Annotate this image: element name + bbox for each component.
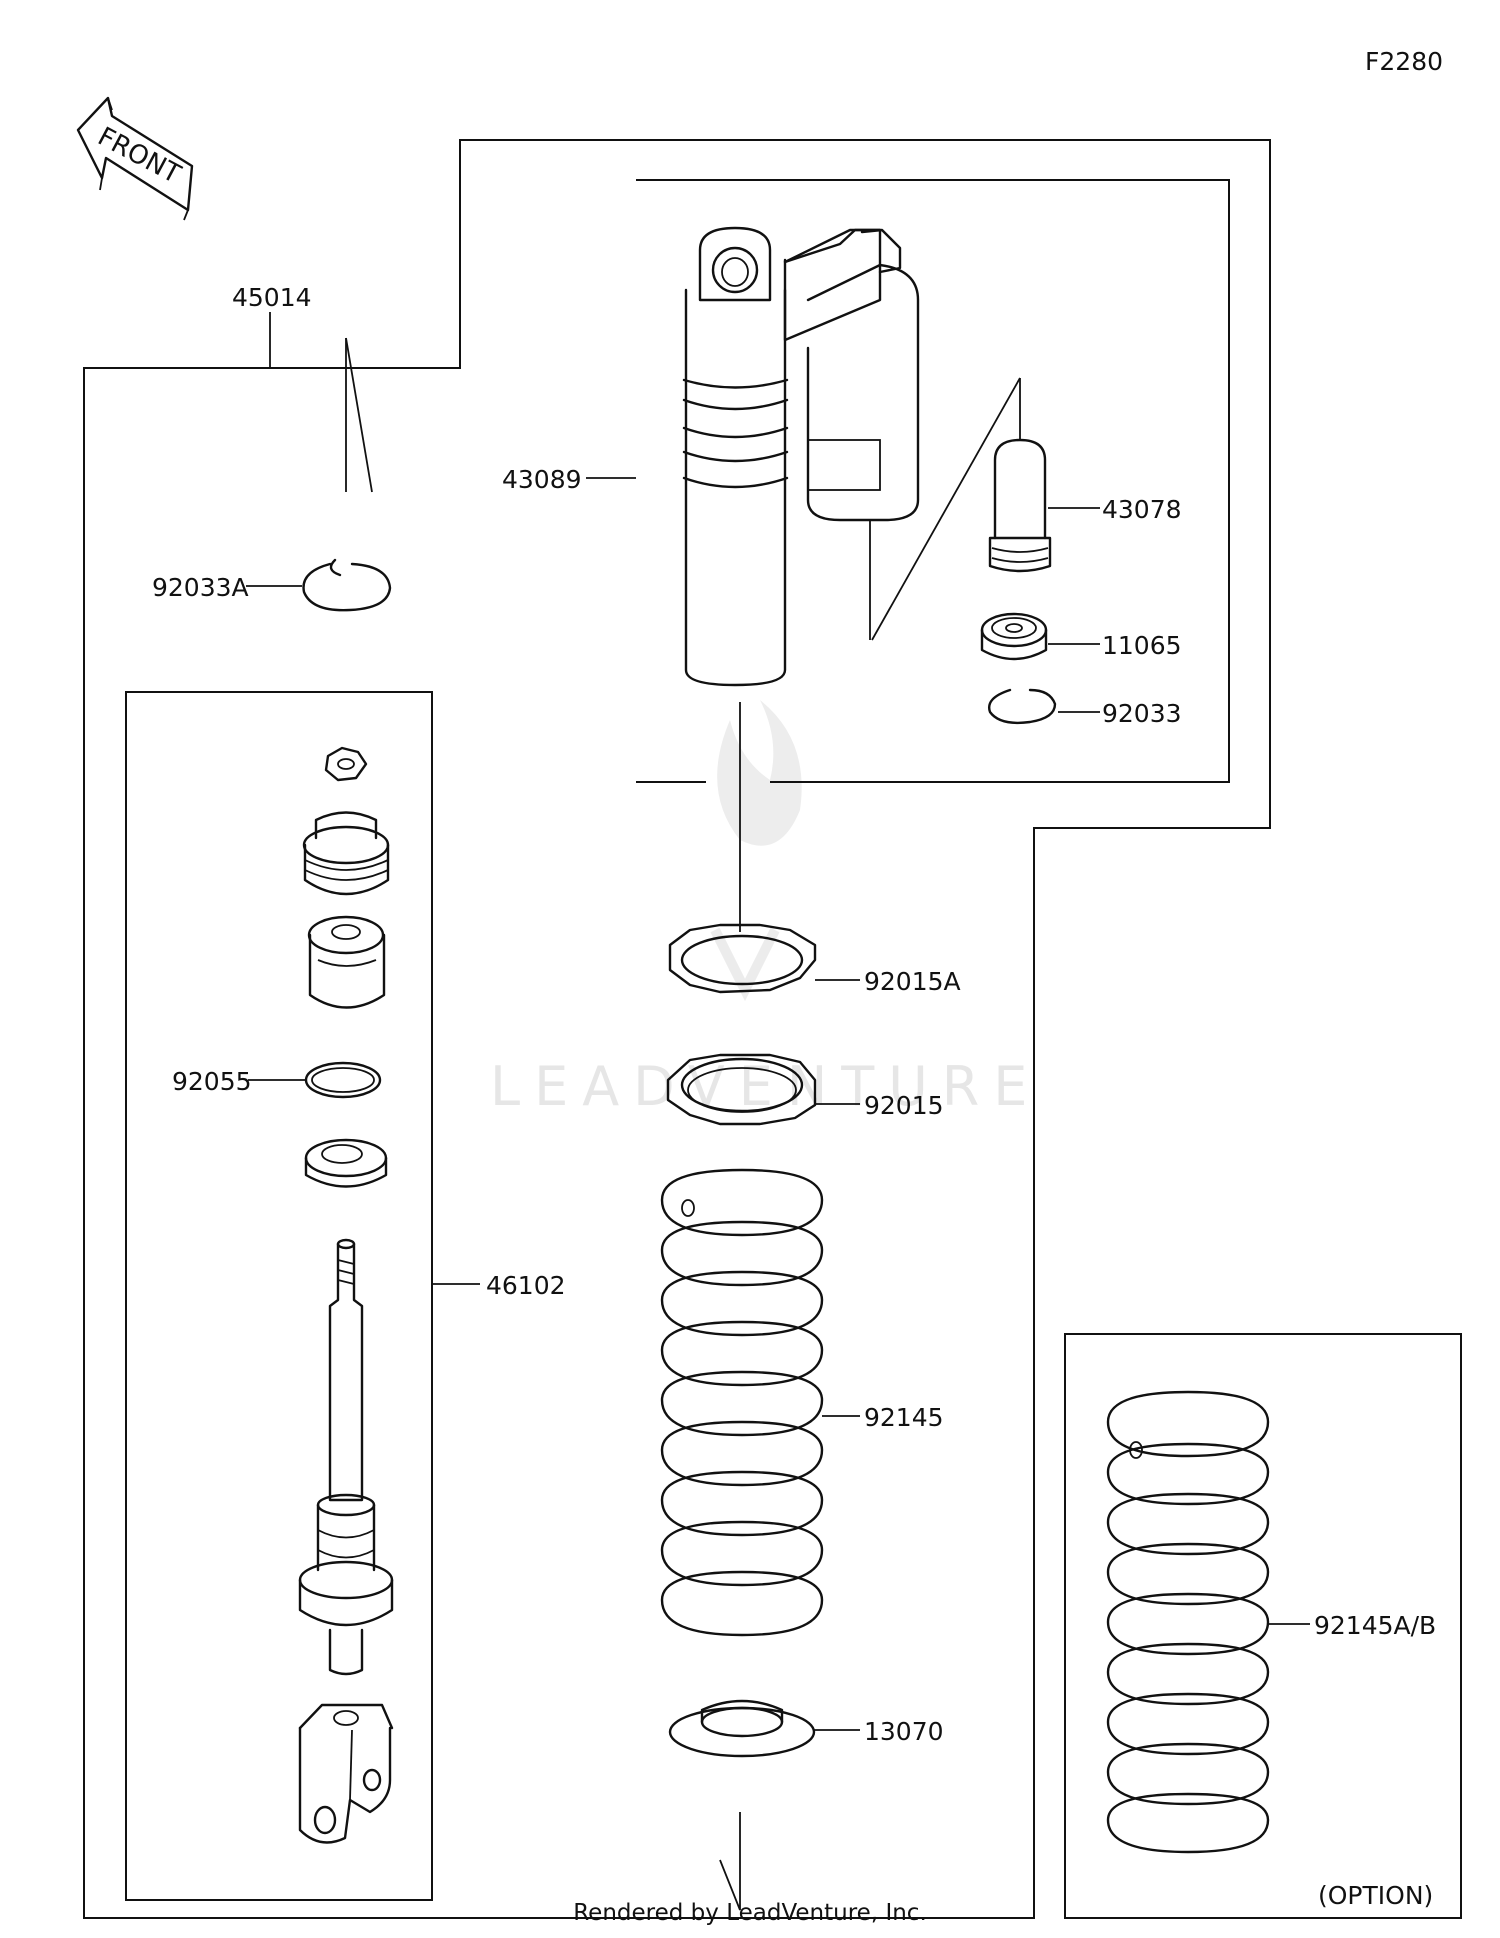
cap-11065 [980, 612, 1100, 661]
label-45014: 45014 [232, 283, 312, 312]
piston-rod-assembly [248, 746, 480, 1844]
circlip-92033a [246, 337, 392, 612]
lock-ring-92015a [668, 923, 860, 994]
label-13070: 13070 [864, 1717, 944, 1746]
label-92033a: 92033A [152, 573, 249, 602]
label-92015: 92015 [864, 1091, 944, 1120]
adjuster-92015 [666, 1053, 860, 1126]
watermark: LEADVENTURE [490, 700, 1041, 1118]
label-11065: 11065 [1102, 631, 1182, 660]
option-note: (OPTION) [1318, 1881, 1433, 1910]
figure-code: F2280 [1365, 47, 1443, 76]
piston-rod-box [125, 691, 433, 1901]
front-arrow-icon: FRONT [76, 96, 194, 221]
label-92145: 92145 [864, 1403, 944, 1432]
label-92033: 92033 [1102, 699, 1182, 728]
label-46102: 46102 [486, 1271, 566, 1300]
option-box [1064, 1333, 1462, 1919]
spring-92145 [660, 1168, 860, 1637]
watermark-text: LEADVENTURE [490, 1055, 1041, 1118]
assembly-45014-outline [83, 139, 1271, 1919]
label-92055: 92055 [172, 1067, 252, 1096]
shock-body-box [636, 179, 1230, 783]
footer-credit: Rendered by LeadVenture, Inc. [573, 1900, 927, 1926]
label-92145ab: 92145A/B [1314, 1611, 1436, 1640]
label-92015a: 92015A [864, 967, 961, 996]
option-spring-92145ab [1106, 1390, 1310, 1854]
label-43078: 43078 [1102, 495, 1182, 524]
circlip-92033 [988, 688, 1100, 725]
bladder-43078 [988, 438, 1100, 573]
spring-seat-13070 [668, 1699, 860, 1911]
shock-body [586, 226, 1021, 687]
label-43089: 43089 [502, 465, 582, 494]
